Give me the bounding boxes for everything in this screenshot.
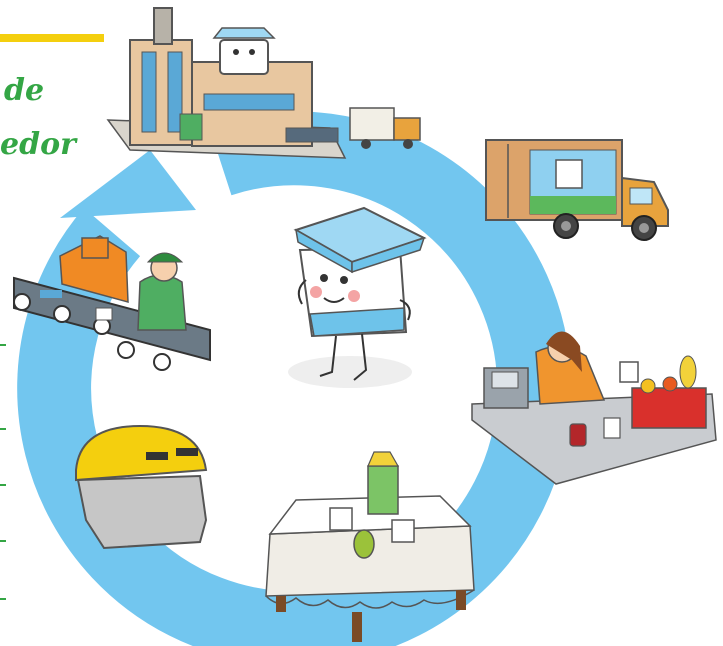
- list-dash-3: [0, 484, 6, 486]
- cashier-icon: [471, 331, 717, 485]
- title-fragment-1: de: [4, 73, 45, 108]
- yogurt-carton-character-icon: [288, 206, 427, 388]
- delivery-truck-icon: [485, 139, 669, 241]
- list-dash-1: [0, 344, 6, 346]
- title-fragment-2: edor: [0, 127, 76, 162]
- accent-bar: [0, 34, 104, 42]
- table-icon: [265, 451, 475, 642]
- recycling-bin-icon: [75, 424, 208, 550]
- list-dash-5: [0, 598, 6, 600]
- list-dash-4: [0, 540, 6, 542]
- list-dash-2: [0, 428, 6, 430]
- factory-icon: [106, 7, 421, 159]
- conveyor-worker-icon: [13, 235, 211, 371]
